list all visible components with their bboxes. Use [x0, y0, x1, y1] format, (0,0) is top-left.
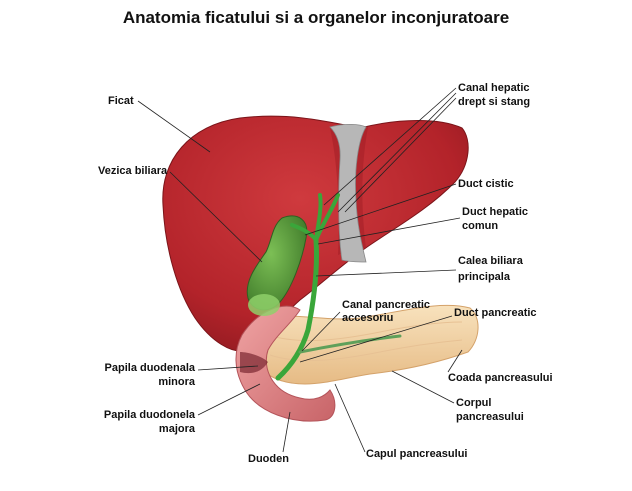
gallbladder-neck	[248, 294, 280, 316]
label-duct-pancreatic: Duct pancreatic	[454, 307, 537, 319]
label-canal-pancreatic-line2: accesoriu	[342, 312, 394, 324]
label-papila-majora-line1: Papila duodonela	[103, 409, 195, 421]
bile-ducts	[275, 193, 402, 381]
leader-lines	[137, 87, 463, 453]
label-calea-biliara-line2: principala	[458, 271, 510, 283]
label-canal-hepatic-line1: Canal hepatic	[458, 82, 530, 94]
label-calea-biliara-line1: Calea biliara	[458, 255, 523, 267]
label-canal-hepatic-line2: drept si stang	[458, 96, 531, 108]
label-duct-hepatic-line1: Duct hepatic	[462, 206, 529, 218]
duodenum	[235, 305, 336, 422]
label-corpul-line1: Corpul	[456, 397, 492, 409]
label-canal-pancreatic-line1: Canal pancreatic	[342, 299, 431, 311]
label-duct-hepatic-line2: comun	[462, 220, 499, 232]
label-papila-majora-line2: majora	[158, 423, 195, 435]
label-duct-cistic: Duct cistic	[458, 178, 514, 190]
label-duoden: Duoden	[248, 453, 289, 465]
label-vezica-biliara: Vezica biliara	[98, 165, 168, 177]
label-ficat: Ficat	[108, 95, 134, 107]
falciform-ligament	[329, 123, 367, 263]
label-coada-pancreasului: Coada pancreasului	[448, 372, 553, 384]
label-corpul-line2: pancreasului	[456, 411, 524, 423]
label-capul-pancreasului: Capul pancreasului	[366, 448, 468, 460]
diagram-title: Anatomia ficatului si a organelor inconj…	[122, 8, 510, 27]
label-papila-minora-line2: minora	[158, 376, 195, 388]
label-papila-minora-line1: Papila duodenala	[104, 362, 195, 374]
